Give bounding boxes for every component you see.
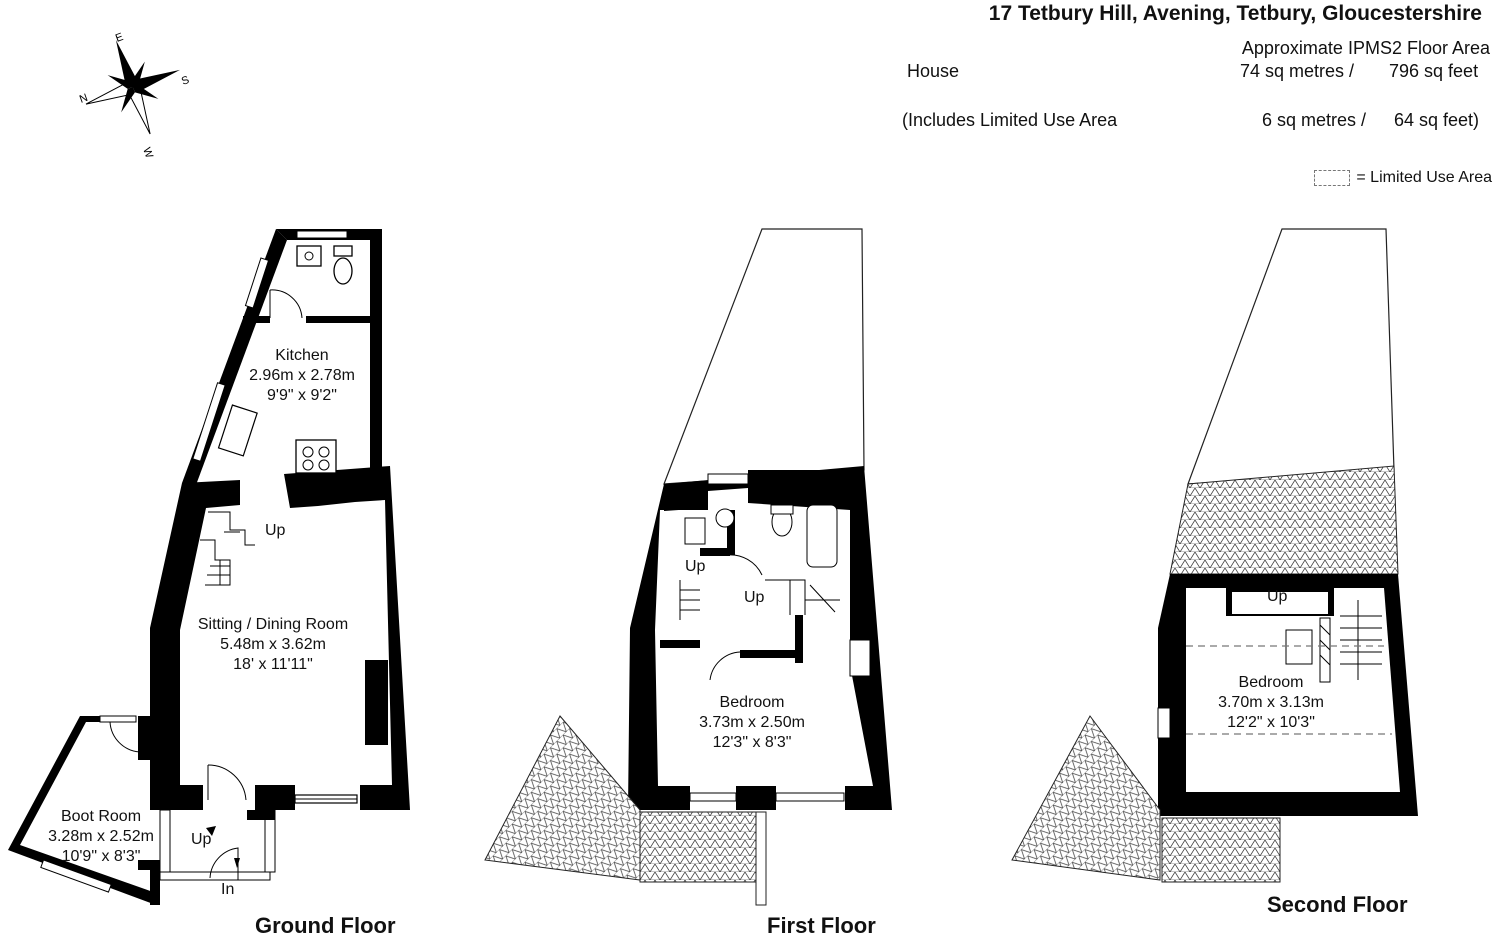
limited-use-metres: 6 sq metres / <box>1262 110 1367 130</box>
first-bedroom-metric: 3.73m x 2.50m <box>699 714 805 731</box>
sitting-room-metric: 5.48m x 3.62m <box>220 636 326 653</box>
kitchen-walls <box>276 229 382 468</box>
entry-in-label: In <box>221 881 235 898</box>
second-bedroom-metric: 3.70m x 3.13m <box>1218 694 1324 711</box>
second-floor-roof-outline <box>1187 228 1395 485</box>
second-floor-title: Second Floor <box>1267 892 1408 917</box>
first-bedroom-label: Bedroom 3.73m x 2.50m 12'3" x 8'3" <box>699 693 805 753</box>
kitchen-name: Kitchen <box>275 347 329 364</box>
entry-up-label: Up <box>191 831 212 848</box>
house-feet: 796 sq feet <box>1389 61 1479 81</box>
compass-e: E <box>114 31 125 45</box>
sitting-room-label: Sitting / Dining Room 5.48m x 3.62m 18' … <box>198 615 348 675</box>
kitchen-metric: 2.96m x 2.78m <box>249 367 355 384</box>
first-floor-up-b: Up <box>744 589 765 606</box>
boot-room-metric: 3.28m x 2.52m <box>48 828 154 845</box>
limited-use-label: (Includes Limited Use Area <box>902 110 1118 130</box>
compass-rose-icon: N E S W <box>78 31 191 160</box>
first-bedroom-name: Bedroom <box>719 694 785 711</box>
first-floor-up-a: Up <box>685 558 706 575</box>
second-floor-tiled-roof <box>1011 715 1161 881</box>
sitting-room-walls <box>150 480 240 785</box>
boot-room-label: Boot Room 3.28m x 2.52m 10'9" x 8'3" <box>48 807 154 867</box>
property-address: 17 Tetbury Hill, Avening, Tetbury, Glouc… <box>988 2 1482 25</box>
compass-w: W <box>140 146 155 160</box>
kitchen-label: Kitchen 2.96m x 2.78m 9'9" x 9'2" <box>249 346 355 406</box>
first-floor-plan <box>484 228 892 906</box>
house-label: House <box>907 61 960 81</box>
first-floor-tiled-roof <box>484 715 641 881</box>
second-bedroom-imperial: 12'2" x 10'3" <box>1227 714 1315 731</box>
compass-n: N <box>78 92 90 106</box>
ground-floor-title: Ground Floor <box>255 913 396 938</box>
second-floor-tiles <box>1169 465 1399 575</box>
first-floor-roof-outline <box>663 228 865 485</box>
limited-use-feet: 64 sq feet) <box>1394 110 1480 130</box>
second-floor-stairs-up: Up <box>1267 588 1288 605</box>
dashed-box-icon <box>1314 170 1351 186</box>
boot-room-imperial: 10'9" x 8'3" <box>61 848 141 865</box>
first-bedroom-imperial: 12'3" x 8'3" <box>712 734 792 751</box>
second-bedroom-name: Bedroom <box>1238 674 1304 691</box>
boot-room-walls <box>8 716 156 905</box>
second-bedroom-label: Bedroom 3.70m x 3.13m 12'2" x 10'3" <box>1218 673 1324 733</box>
first-floor-walls <box>628 466 892 810</box>
boot-room-name: Boot Room <box>60 808 142 825</box>
legend-text: = Limited Use Area <box>1356 169 1492 186</box>
second-floor-interior <box>1186 588 1400 792</box>
ground-floor-plan <box>8 229 410 905</box>
limited-use-legend: = Limited Use Area <box>1314 169 1492 187</box>
sitting-room-imperial: 18' x 11'11" <box>233 656 313 673</box>
kitchen-imperial: 9'9" x 9'2" <box>267 387 337 404</box>
first-floor-title: First Floor <box>767 913 876 938</box>
second-floor-plan <box>1011 228 1418 883</box>
sitting-room-name: Sitting / Dining Room <box>197 616 349 633</box>
ground-stairs-up: Up <box>265 522 286 539</box>
house-metres: 74 sq metres / <box>1240 61 1355 81</box>
area-heading: Approximate IPMS2 Floor Area <box>1241 38 1490 58</box>
compass-s: S <box>180 74 191 88</box>
